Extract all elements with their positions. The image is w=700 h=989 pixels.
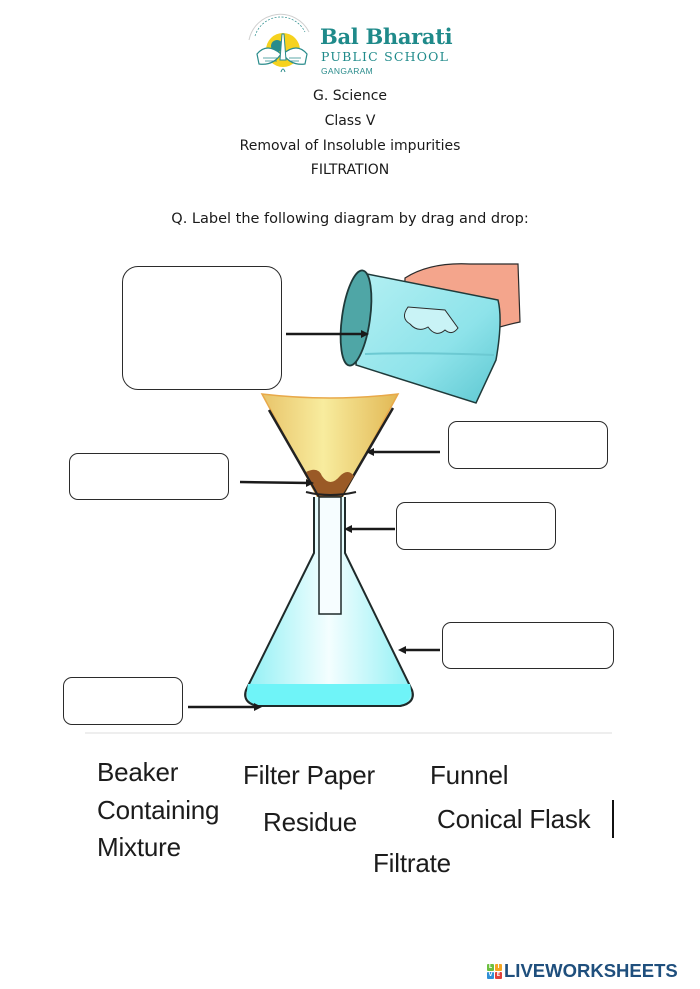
- drop-box-funnel[interactable]: [396, 502, 556, 550]
- brand-text: LIVEWORKSHEETS: [504, 960, 678, 981]
- drop-box-residue[interactable]: [69, 453, 229, 500]
- school-branch: GANGARAM: [321, 66, 373, 76]
- worksheet-title: FILTRATION: [310, 162, 390, 178]
- word-conical-flask[interactable]: Conical Flask: [437, 804, 591, 834]
- word-funnel[interactable]: Funnel: [430, 760, 509, 790]
- word-filter-paper[interactable]: Filter Paper: [243, 760, 375, 790]
- liveworksheets-brand: L I V E LIVEWORKSHEETS: [487, 960, 678, 981]
- label-arrows: [188, 330, 440, 711]
- drop-box-beaker[interactable]: [122, 266, 282, 390]
- word-beaker-line2[interactable]: Containing: [97, 795, 220, 825]
- school-emblem-icon: [248, 13, 310, 73]
- school-logo: Bal Bharati PUBLIC SCHOOL GANGARAM: [243, 10, 458, 80]
- beaker-illustration: [339, 269, 501, 404]
- subject-line: G. Science: [312, 88, 388, 104]
- topic-line: Removal of Insoluble impurities: [239, 138, 461, 154]
- question-prompt: Q. Label the following diagram by drag a…: [171, 211, 529, 227]
- drop-box-filtrate[interactable]: [63, 677, 183, 725]
- word-residue[interactable]: Residue: [263, 807, 357, 837]
- liveworksheets-logo-icon: L I V E: [487, 963, 502, 979]
- class-line: Class V: [324, 113, 376, 129]
- drop-box-filter-paper[interactable]: [448, 421, 608, 469]
- word-beaker-line3[interactable]: Mixture: [97, 832, 181, 862]
- word-beaker-line1[interactable]: Beaker: [97, 757, 179, 787]
- drop-box-conical-flask[interactable]: [442, 622, 614, 669]
- school-subtitle: PUBLIC SCHOOL: [321, 49, 450, 64]
- school-name: Bal Bharati: [320, 24, 453, 49]
- conical-flask-illustration: [244, 496, 414, 707]
- residue-illustration: [306, 469, 354, 515]
- text-caret: [612, 800, 614, 838]
- word-filtrate[interactable]: Filtrate: [373, 848, 451, 878]
